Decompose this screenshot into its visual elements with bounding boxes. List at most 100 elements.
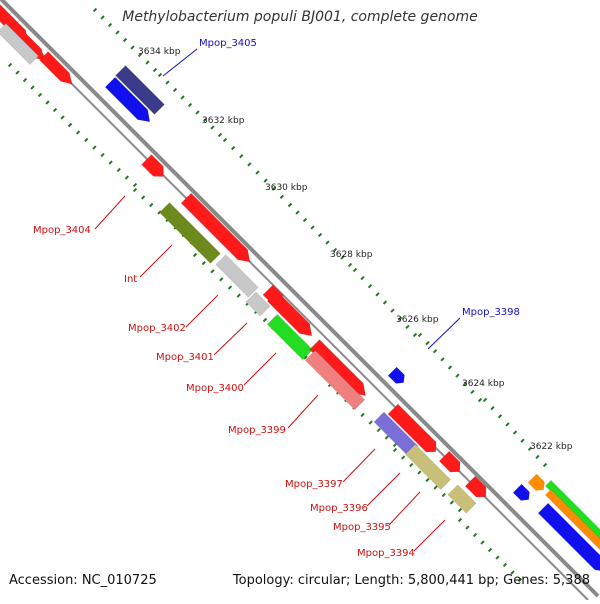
tick-dot bbox=[219, 277, 224, 282]
gene-label[interactable]: Mpop_3398 bbox=[462, 307, 520, 318]
tick-dot bbox=[157, 210, 162, 215]
gene-feature[interactable] bbox=[405, 444, 451, 490]
tick-dot bbox=[487, 547, 493, 553]
tick-dot bbox=[157, 72, 163, 78]
tick-dot bbox=[222, 137, 228, 143]
gene-label[interactable]: Mpop_3397 bbox=[285, 479, 343, 490]
tick-dot bbox=[152, 67, 158, 73]
gene-feature[interactable] bbox=[464, 475, 490, 501]
tick-label: 3632 kbp bbox=[202, 116, 245, 126]
tick-dot bbox=[115, 30, 120, 35]
gene-feature[interactable] bbox=[262, 284, 287, 309]
gene-label[interactable]: Mpop_3402 bbox=[128, 323, 186, 334]
gene-feature[interactable] bbox=[447, 484, 477, 514]
gene-feature[interactable] bbox=[512, 483, 533, 504]
tick-dot bbox=[542, 462, 548, 468]
tick-dot bbox=[201, 261, 206, 266]
gene-feature[interactable] bbox=[159, 202, 221, 264]
tick-dot bbox=[92, 145, 97, 150]
tick-dot bbox=[376, 427, 381, 433]
gene-label[interactable]: Mpop_3399 bbox=[228, 425, 286, 436]
tick-dot bbox=[375, 292, 380, 297]
tick-dot bbox=[447, 365, 453, 370]
leader-line bbox=[185, 294, 219, 328]
gene-feature[interactable] bbox=[544, 479, 600, 549]
tick-dot bbox=[325, 240, 330, 245]
gene-label[interactable]: Mpop_3404 bbox=[33, 225, 91, 236]
tick-dot bbox=[505, 422, 510, 427]
gene-label[interactable]: Mpop_3395 bbox=[333, 522, 391, 533]
tick-dot bbox=[517, 577, 523, 583]
gene-feature[interactable] bbox=[245, 291, 271, 317]
tick-dot bbox=[60, 115, 65, 120]
leader-line bbox=[388, 491, 421, 526]
tick-dot bbox=[30, 85, 35, 90]
gene-label[interactable]: Mpop_3396 bbox=[310, 503, 368, 514]
tick-dot bbox=[255, 170, 260, 175]
leader-line bbox=[94, 195, 126, 230]
gene-feature[interactable] bbox=[544, 488, 600, 558]
tick-dot bbox=[317, 232, 323, 238]
tick-dot bbox=[52, 107, 58, 113]
gene-feature[interactable] bbox=[0, 23, 39, 65]
tick-dot bbox=[108, 160, 113, 165]
leader-line bbox=[243, 352, 277, 386]
gene-feature[interactable] bbox=[438, 450, 464, 476]
gene-feature[interactable] bbox=[387, 366, 408, 387]
tick-dot bbox=[332, 247, 338, 253]
gene-label[interactable]: Mpop_3405 bbox=[199, 38, 257, 49]
tick-dot bbox=[145, 60, 150, 65]
leader-line bbox=[162, 48, 198, 77]
gene-label[interactable]: Mpop_3401 bbox=[156, 352, 214, 363]
tick-dot bbox=[202, 117, 208, 123]
tick-dot bbox=[457, 517, 463, 523]
gene-features bbox=[0, 4, 600, 577]
tick-dot bbox=[15, 70, 20, 75]
tick-dot bbox=[462, 381, 468, 386]
tick-dot bbox=[535, 454, 540, 459]
gene-feature[interactable] bbox=[537, 502, 600, 577]
gene-feature[interactable] bbox=[304, 349, 366, 411]
tick-dot bbox=[425, 477, 430, 483]
tick-dot bbox=[412, 332, 418, 338]
gene-label[interactable]: Int bbox=[124, 274, 137, 285]
tick-label: 3634 kbp bbox=[138, 47, 181, 57]
tick-dot bbox=[287, 202, 293, 208]
tick-label: 3626 kbp bbox=[396, 315, 439, 325]
tick-dot bbox=[527, 446, 533, 451]
label-leaders bbox=[94, 48, 461, 552]
tick-dot bbox=[470, 389, 475, 394]
gene-feature[interactable] bbox=[39, 51, 77, 89]
tick-dot bbox=[279, 194, 284, 199]
tick-dot bbox=[187, 102, 193, 108]
tick-dot bbox=[217, 132, 223, 138]
gene-feature[interactable] bbox=[309, 339, 371, 401]
tick-dot bbox=[141, 195, 146, 200]
accession-text: Accession: NC_010725 bbox=[9, 573, 157, 588]
tick-dot bbox=[195, 110, 200, 115]
gene-feature[interactable] bbox=[180, 192, 255, 267]
tick-dot bbox=[302, 217, 308, 223]
gene-feature[interactable] bbox=[115, 65, 165, 115]
tick-dot bbox=[502, 562, 508, 568]
tick-dot bbox=[520, 438, 525, 443]
tick-dot bbox=[107, 22, 113, 28]
tick-dot bbox=[490, 406, 495, 411]
tick-dot bbox=[137, 52, 143, 58]
gene-feature[interactable] bbox=[215, 254, 259, 298]
gene-feature[interactable] bbox=[267, 314, 313, 360]
gene-label[interactable]: Mpop_3400 bbox=[186, 383, 244, 394]
gene-feature[interactable] bbox=[414, 430, 440, 456]
tick-dot bbox=[417, 470, 422, 475]
tick-dot bbox=[482, 397, 488, 403]
gene-feature[interactable] bbox=[527, 473, 548, 494]
tick-dot bbox=[92, 7, 98, 13]
gene-feature[interactable] bbox=[141, 154, 169, 182]
tick-dot bbox=[433, 485, 438, 490]
tick-dot bbox=[231, 146, 236, 151]
leader-line bbox=[342, 448, 376, 483]
gene-feature[interactable] bbox=[104, 76, 154, 126]
tick-dot bbox=[367, 284, 373, 289]
gene-label[interactable]: Mpop_3394 bbox=[357, 548, 415, 559]
tick-dot bbox=[172, 87, 178, 93]
